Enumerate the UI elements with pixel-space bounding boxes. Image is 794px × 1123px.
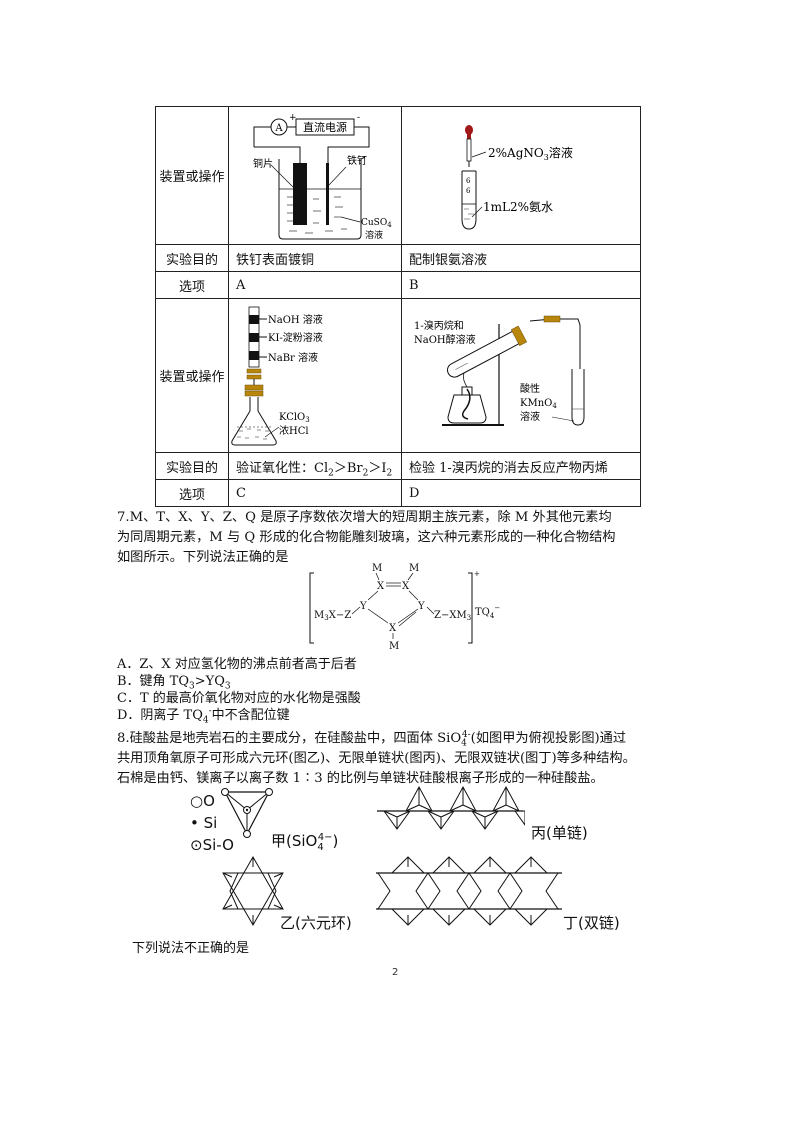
q8-line-3: 石棉是由钙、镁离子以离子数 1∶3 的比例与单链状硅酸根离子形成的一种硅酸盐。 [117,771,604,786]
q7-line-1: 7.M、T、X、Y、Z、Q 是原子序数依次增大的短周期主族元素，除 M 外其他元… [117,510,612,525]
figure-c-oxidation: NaOH 溶液 KI-淀粉溶液 NaBr 溶液 [228,298,402,453]
svg-text:Y: Y [417,601,425,612]
kclo3-label: KClO3 [279,412,310,424]
kmno4-label: KMnO4 [520,398,557,410]
right-group: Z−XM3 [434,610,471,622]
option-d: D [401,479,641,507]
row-label: 实验目的 [155,244,229,272]
legend-silicon: • Si [190,814,218,832]
row-label: 选项 [155,271,229,299]
figure-a-electroplating: A + 直流电源 - [228,106,402,245]
q8-legend: ○O • Si ⊙Si-O [190,790,234,856]
cation-charge: + [474,570,480,578]
legend-si-o: ⊙Si-O [190,836,234,854]
agno3-label: 2%AgNO3溶液 [488,145,573,162]
svg-text:6: 6 [466,187,471,195]
figure-b-silver-ammonia: 2%AgNO3溶液 6 6 1mL2%氨水 [401,106,641,245]
svg-text:X: X [377,581,385,592]
caption-bing: 丙(单链) [531,824,588,842]
q8-line-2: 共用顶角氧原子可形成六元环(图乙)、无限单链状(图丙)、无限双链状(图丁)等多种… [117,751,636,766]
svg-text:M: M [409,563,419,574]
table-row-apparatus-cd: 装置或操作 NaOH 溶液 KI-淀粉溶液 NaBr 溶液 [155,298,641,453]
cuso4-label: CuSO4 [361,218,392,229]
nabr-band-label: NaBr 溶液 [268,351,318,364]
single-chain-bing-diagram [377,785,525,830]
option-b: B [401,271,641,299]
q7-options: A．Z、X 对应氢化物的沸点前者高于后者 B．键角 TQ3>YQ3 C．T 的最… [117,656,361,726]
iron-nail-label: 铁钉 [347,154,367,167]
reagent-label-3: 溶液 [520,410,540,423]
row-label: 实验目的 [155,452,229,480]
q7-option-b: B．键角 TQ3>YQ3 [117,674,231,692]
plus-sign: + [289,113,297,123]
naoh-band-label: NaOH 溶液 [268,313,323,326]
ammonia-label: 1mL2%氨水 [483,200,553,214]
svg-text:Y: Y [359,601,367,612]
table-row-option-ab: 选项 A B [155,271,641,299]
caption-yi: 乙(六元环) [280,914,352,932]
table-row-purpose-cd: 实验目的 验证氧化性：Cl2＞Br2＞I2 检验 1-溴丙烷的消去反应产物丙烯 [155,452,641,480]
conc-hcl-label: 浓HCl [279,425,309,437]
purpose-a: 铁钉表面镀铜 [228,244,402,272]
page-number: 2 [392,967,399,978]
caption-ding: 丁(双链) [563,914,620,932]
svg-text:M: M [389,641,399,652]
purpose-c: 验证氧化性：Cl2＞Br2＞I2 [228,452,402,480]
q8-stem: 8.硅酸盐是地壳岩石的主要成分，在硅酸盐中，四面体 SiO44-(如图甲为俯视投… [117,729,697,789]
ki-starch-band-label: KI-淀粉溶液 [268,331,323,344]
svg-text:X: X [389,623,397,634]
six-ring-yi-diagram [222,855,284,927]
double-chain-ding-diagram [376,856,562,926]
caption-jia: 甲(SiO44−) [271,832,339,853]
row-label: 装置或操作 [155,106,229,245]
q7-option-d: D．阴离子 TQ4-中不含配位键 [117,706,290,726]
q7-stem: 7.M、T、X、Y、Z、Q 是原子序数依次增大的短周期主族元素，除 M 外其他元… [117,508,677,568]
option-c: C [228,479,402,507]
purpose-b: 配制银氨溶液 [401,244,641,272]
svg-text:M: M [372,563,382,574]
reagent-label-1: 酸性 [520,382,540,395]
figure-d-elimination: 1-溴丙烷和 NaOH醇溶液 [401,298,641,453]
table-row-option-cd: 选项 C D [155,479,641,507]
copper-plate-label: 铜片 [253,157,273,170]
tetrahedron-jia-diagram [221,788,273,838]
left-group: M3X−Z [314,610,351,622]
q7-option-c: C．T 的最高价氧化物对应的水化物是强酸 [117,691,361,706]
q7-line-3: 如图所示。下列说法正确的是 [117,550,289,565]
q7-line-2: 为同周期元素，M 与 Q 形成的化合物能雕刻玻璃，这六种元素形成的一种化合物结构 [117,530,616,545]
reactant-label-1: 1-溴丙烷和 [414,319,464,332]
solution-label: 溶液 [365,229,383,241]
row-label: 选项 [155,479,229,507]
ammeter-label: A [274,123,283,134]
q7-structure-diagram: + M M X X Y Y X M M3X−Z Z−XM3 TQ4− [309,563,500,652]
experiment-table: 装置或操作 A + 直流电源 - [155,106,641,507]
table-row-purpose-ab: 实验目的 铁钉表面镀铜 配制银氨溶液 [155,244,641,272]
reactant-label-2: NaOH醇溶液 [414,333,476,346]
q8-line-1: 8.硅酸盐是地壳岩石的主要成分，在硅酸盐中，四面体 SiO44-(如图甲为俯视投… [117,729,627,749]
power-source-label: 直流电源 [303,120,347,134]
anion: TQ4− [475,604,500,620]
purpose-d: 检验 1-溴丙烷的消去反应产物丙烯 [401,452,641,480]
option-a: A [228,271,402,299]
legend-oxygen: ○O [190,792,215,810]
q8-prompt: 下列说法不正确的是 [132,941,250,956]
q7-option-a: A．Z、X 对应氢化物的沸点前者高于后者 [117,657,357,672]
svg-text:6: 6 [466,177,471,185]
table-row-apparatus-ab: 装置或操作 A + 直流电源 - [155,106,641,245]
svg-text:X: X [402,581,410,592]
row-label: 装置或操作 [155,298,229,453]
minus-sign: - [357,113,360,123]
